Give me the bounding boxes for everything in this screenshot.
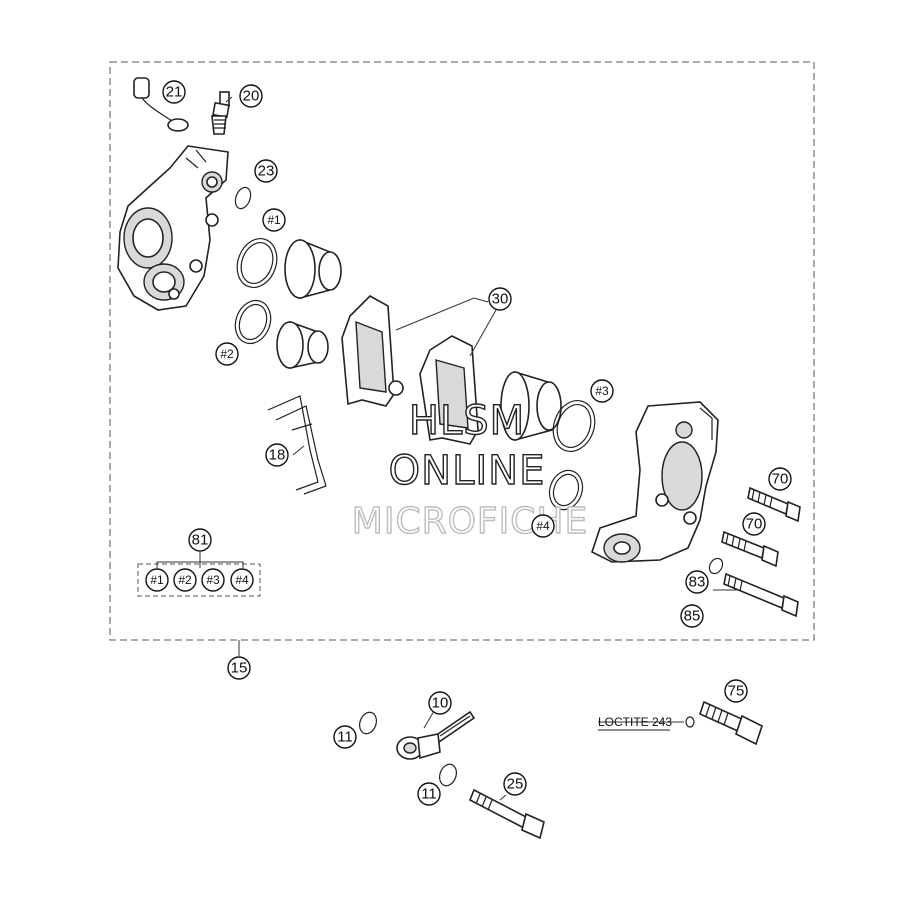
svg-text:#2: #2 (220, 347, 234, 361)
piston-set-2 (234, 299, 329, 369)
seal-kit-box (137, 563, 261, 597)
callout-11-upper: 11 (333, 725, 357, 749)
loctite-label: LOCTITE 243 (598, 715, 672, 729)
svg-text:15: 15 (231, 660, 248, 677)
callout-70-lower: 70 (742, 512, 766, 536)
callout-11-lower: 11 (417, 782, 441, 806)
sealing-washer-upper (358, 711, 378, 735)
sealing-washer-lower (438, 763, 458, 787)
callout-15: 15 (227, 656, 251, 680)
callout-10: 10 (428, 691, 452, 715)
leader-lines (156, 96, 740, 801)
watermark-line-2: ONLINE (389, 448, 546, 494)
svg-text:#3: #3 (595, 384, 609, 398)
callout-kit-2: #2 (173, 568, 197, 592)
svg-text:#1: #1 (267, 213, 281, 227)
caliper-bolt-middle (721, 530, 779, 568)
caliper-bolt-long (723, 572, 799, 618)
mounting-bolt-part (685, 700, 763, 746)
callout-kit-4: #4 (230, 568, 254, 592)
svg-text:23: 23 (258, 163, 275, 180)
callout-18: 18 (265, 443, 289, 467)
callout-25: 25 (503, 772, 527, 796)
svg-text:#4: #4 (536, 519, 550, 533)
loctite-note: LOCTITE 243 (598, 715, 672, 731)
svg-text:10: 10 (432, 695, 449, 712)
banjo-bolt-part (468, 788, 545, 840)
svg-text:75: 75 (728, 683, 745, 700)
watermark: HLSM ONLINE MICROFICHE (351, 397, 588, 542)
svg-text:#2: #2 (178, 573, 192, 587)
svg-text:25: 25 (507, 776, 524, 793)
svg-text:11: 11 (421, 786, 437, 803)
svg-text:#1: #1 (150, 573, 164, 587)
callout-21: 21 (162, 80, 186, 104)
callout-70-upper: 70 (768, 467, 792, 491)
piston-set-1 (236, 238, 342, 300)
callout-seal-2: #2 (215, 342, 239, 366)
assembly-frame (109, 61, 815, 641)
caliper-left-half (117, 145, 229, 311)
banjo-fitting-part (396, 710, 476, 760)
svg-text:70: 70 (772, 471, 789, 488)
callout-30: 30 (488, 287, 512, 311)
svg-text:#3: #3 (206, 573, 220, 587)
seal-ring-part (234, 186, 252, 210)
callout-75: 75 (724, 679, 748, 703)
svg-text:30: 30 (492, 291, 509, 308)
svg-text:81: 81 (192, 532, 209, 549)
callout-81: 81 (188, 528, 212, 552)
svg-text:85: 85 (684, 608, 701, 625)
svg-text:20: 20 (243, 88, 260, 105)
svg-text:21: 21 (166, 84, 183, 101)
svg-text:#4: #4 (235, 573, 249, 587)
pad-spring-part (267, 395, 327, 495)
svg-text:70: 70 (746, 516, 763, 533)
callout-seal-1-top: #1 (262, 208, 286, 232)
caliper-right-half (591, 401, 719, 563)
callout-kit-3: #3 (201, 568, 225, 592)
callout-20: 20 (239, 84, 263, 108)
svg-text:18: 18 (269, 447, 286, 464)
bleeder-cap-part (133, 77, 189, 132)
callout-seal-4: #4 (531, 514, 555, 538)
piston-set-3 (500, 370, 596, 511)
callout-23: 23 (254, 159, 278, 183)
svg-text:11: 11 (337, 729, 353, 746)
svg-text:83: 83 (689, 574, 706, 591)
callout-83: 83 (685, 570, 709, 594)
caliper-bolt-upper (747, 486, 801, 523)
bleeder-valve-part (211, 91, 230, 135)
watermark-line-1: HLSM (409, 398, 525, 444)
brake-pads-part (341, 295, 479, 445)
watermark-line-3: MICROFICHE (352, 501, 588, 542)
callout-seal-3: #3 (590, 379, 614, 403)
callout-85: 85 (680, 604, 704, 628)
circlip-part (708, 557, 724, 575)
callout-kit-1: #1 (145, 568, 169, 592)
